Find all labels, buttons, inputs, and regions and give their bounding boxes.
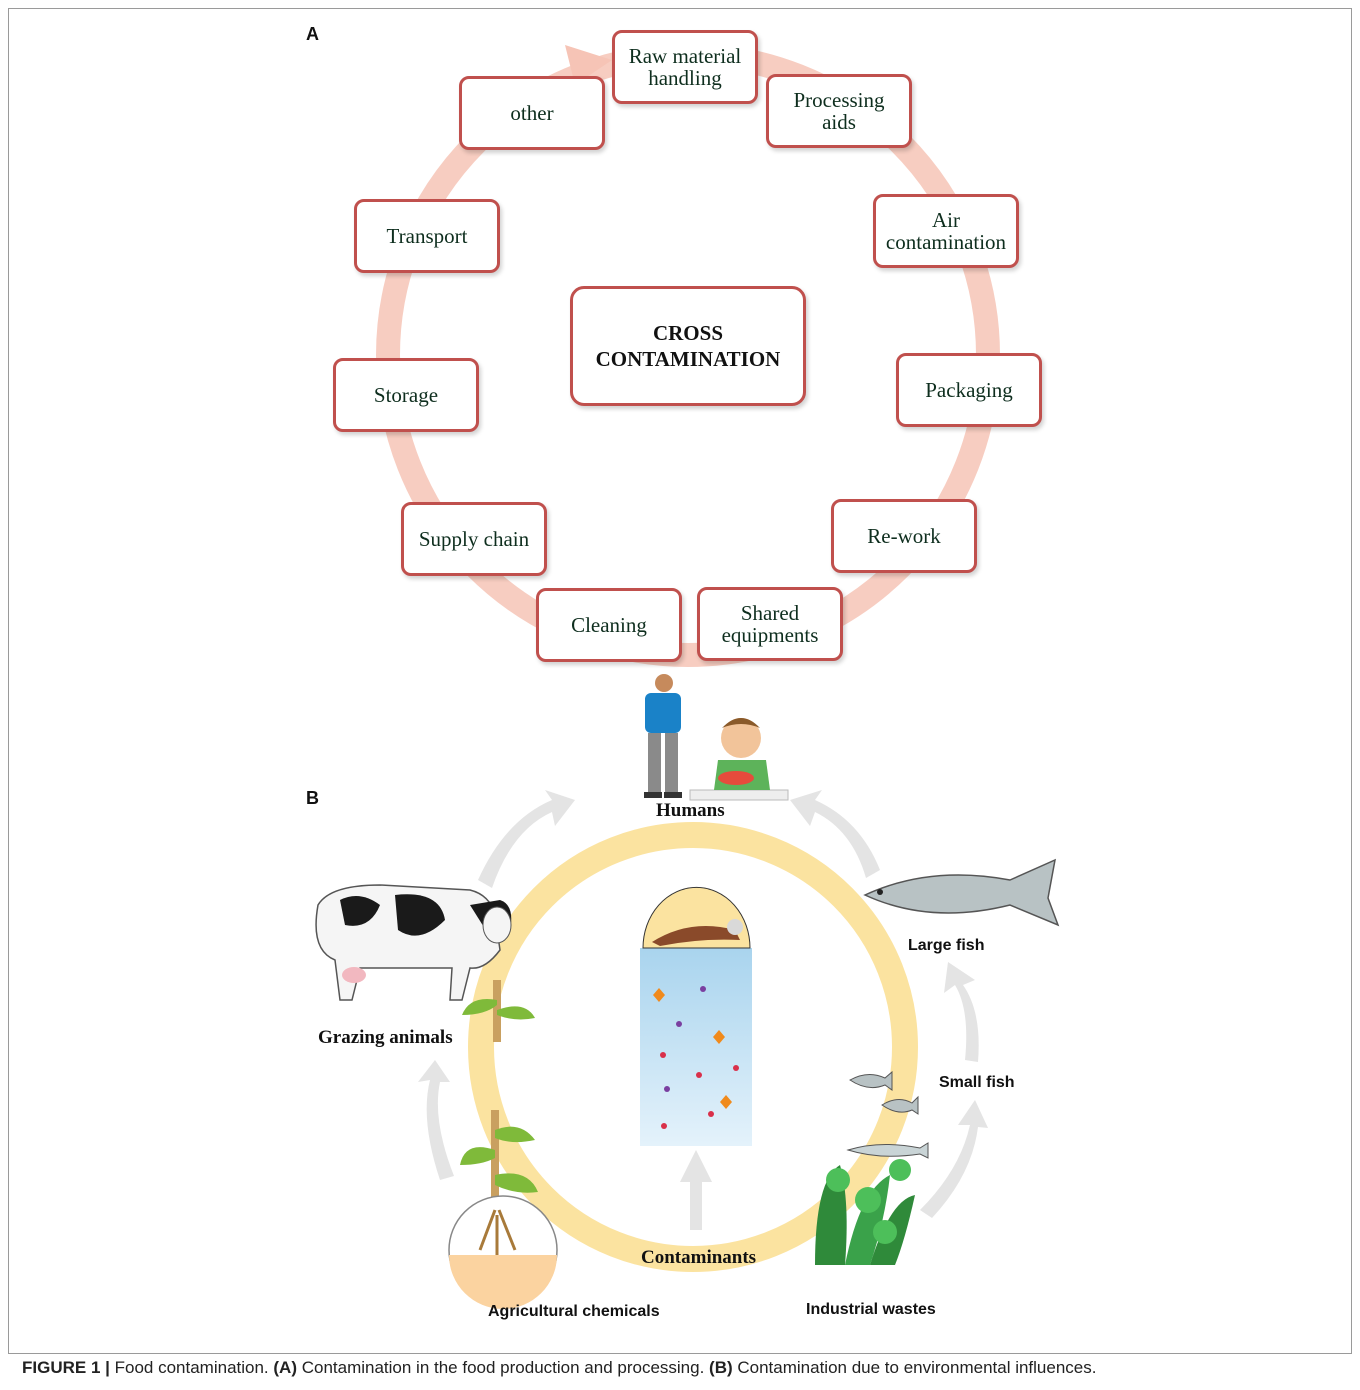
- panel-b-letter: B: [306, 788, 319, 808]
- humans-illustration: [644, 674, 789, 801]
- arrow-to-large-fish: [944, 962, 979, 1062]
- plant-illustration: [448, 980, 558, 1309]
- box-shared-equipments: Shared equipments: [697, 587, 843, 661]
- box-transport: Transport: [354, 199, 500, 273]
- box-packaging: Packaging: [896, 353, 1042, 427]
- caption-figure-number: FIGURE 1 |: [22, 1358, 110, 1377]
- panel-a-letter: A: [306, 24, 319, 44]
- arrow-to-small-fish: [920, 1100, 988, 1218]
- box-supply-chain: Supply chain: [401, 502, 547, 576]
- flow-arrows: [418, 790, 988, 1230]
- box-cleaning: Cleaning: [536, 588, 682, 662]
- label-agricultural-chemicals: Agricultural chemicals: [488, 1303, 660, 1320]
- arrow-to-humans-left: [478, 790, 575, 888]
- box-storage: Storage: [333, 358, 479, 432]
- seaweed-illustration: [815, 1159, 915, 1265]
- caption-b-tag: (B): [709, 1358, 733, 1377]
- label-large-fish: Large fish: [908, 937, 985, 954]
- box-other: other: [459, 76, 605, 150]
- fish-illustration: [846, 858, 1060, 1159]
- large-fish-icon: [863, 858, 1060, 927]
- box-re-work: Re-work: [831, 499, 977, 573]
- caption-b-text: Contamination due to environmental influ…: [732, 1358, 1097, 1377]
- label-contaminants: Contaminants: [641, 1247, 757, 1268]
- arrow-from-contaminants: [680, 1150, 712, 1230]
- box-processing-aids: Processing aids: [766, 74, 912, 148]
- adult-shirt: [645, 693, 681, 733]
- water-tank: [640, 886, 752, 1146]
- cow-illustration: [315, 884, 512, 1001]
- caption-a-text: Contamination in the food production and…: [296, 1358, 710, 1377]
- ring-arrowhead: [565, 45, 612, 85]
- box-raw-material-handling: Raw material handling: [612, 30, 758, 104]
- caption-text: Food contamination.: [109, 1358, 274, 1377]
- label-grazing-animals: Grazing animals: [318, 1027, 453, 1048]
- bowl-icon: [718, 771, 754, 785]
- box-cross-contamination: CROSS CONTAMINATION: [570, 286, 806, 406]
- panel-b-ring: [468, 822, 918, 1272]
- arrow-to-grazing: [418, 1060, 454, 1180]
- label-small-fish: Small fish: [939, 1074, 1015, 1091]
- small-fish-icon: [849, 1070, 893, 1091]
- arrow-to-humans-right: [790, 790, 880, 878]
- caption-a-tag: (A): [273, 1358, 297, 1377]
- figure-frame: [8, 8, 1352, 1354]
- label-humans: Humans: [656, 800, 725, 821]
- child-head: [721, 718, 761, 758]
- figure-caption: FIGURE 1 | Food contamination. (A) Conta…: [22, 1358, 1096, 1378]
- adult-head: [655, 674, 673, 692]
- contaminant-particles: [653, 986, 739, 1129]
- label-industrial-wastes: Industrial wastes: [806, 1301, 936, 1318]
- box-air-contamination: Air contamination: [873, 194, 1019, 268]
